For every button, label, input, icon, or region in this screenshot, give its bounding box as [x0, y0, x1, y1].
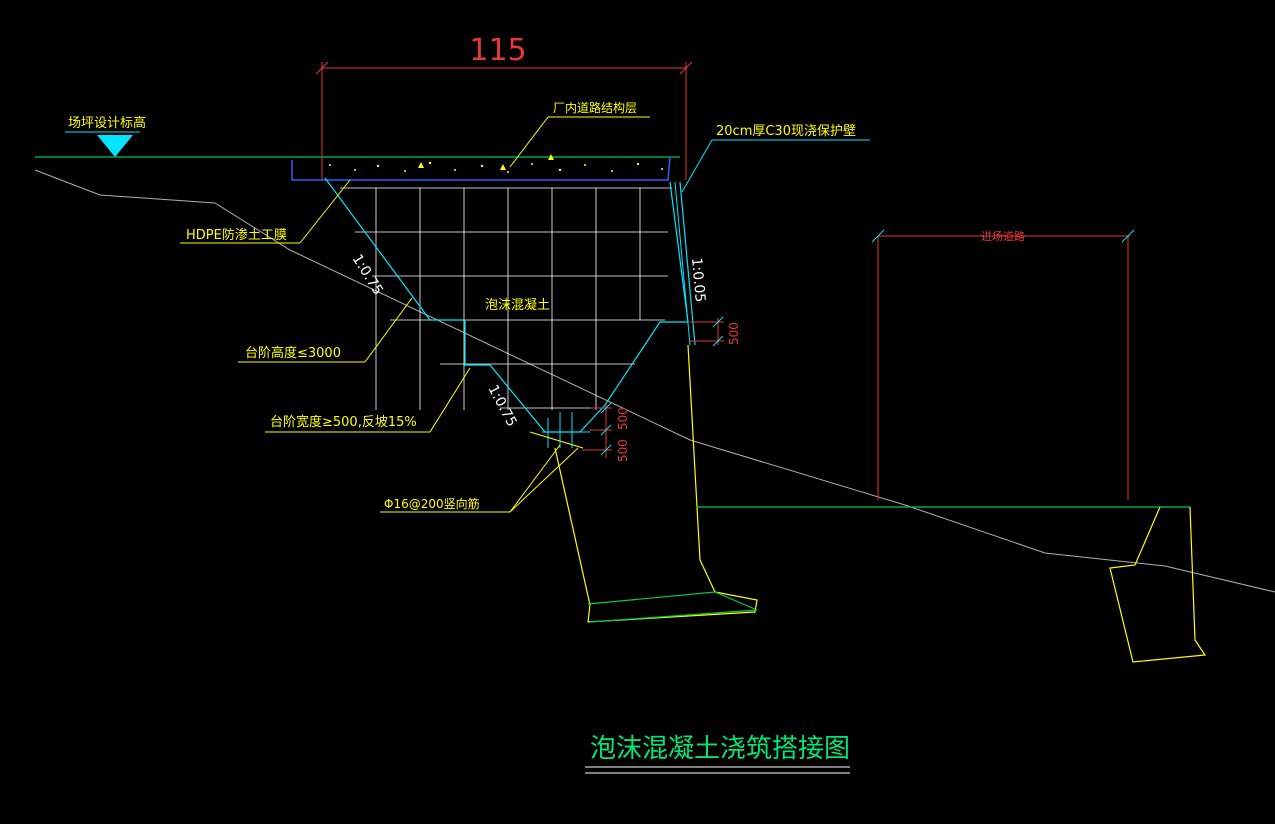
road-width-ticks	[871, 229, 1135, 243]
elevation-marker-icon	[97, 135, 133, 157]
slope-right: 1:0.05	[688, 257, 708, 303]
slope-left-upper: 1:0.75	[349, 252, 386, 298]
dimension-right-top: 500	[727, 322, 741, 345]
step-width-label: 台阶宽度≥500,反坡15%	[270, 414, 417, 430]
leader-lines	[180, 116, 650, 513]
dimension-mid-2: 500	[616, 439, 630, 462]
leader-lines-cyan	[681, 139, 870, 193]
existing-ground-line	[34, 169, 1275, 593]
foam-concrete-label: 泡沫混凝土	[485, 297, 550, 313]
retaining-wall-outline	[554, 344, 758, 623]
slope-boundary-right	[579, 181, 689, 433]
road-wall-right	[1109, 506, 1207, 663]
step-height-label: 台阶高度≤3000	[245, 345, 341, 361]
road-width-label: 进场道路	[981, 229, 1025, 243]
slope-boundary-right-3	[674, 181, 691, 346]
dimension-mid-1: 500	[616, 407, 630, 430]
slope-left-lower: 1:0.75	[484, 382, 519, 429]
vertical-dimension-ticks	[600, 316, 724, 456]
retaining-wall-label: 20cm厚C30现浇保护壁	[716, 124, 856, 139]
hdpe-label: HDPE防渗土工膜	[186, 227, 287, 243]
vertical-dimensions	[582, 318, 724, 458]
hdpe-membrane-line	[291, 156, 671, 181]
rebar-label: Φ16@200竖向筋	[384, 496, 480, 511]
retaining-wall-base	[587, 591, 758, 623]
road-width-dimension	[877, 235, 1130, 500]
site-elevation-label: 场坪设计标高	[68, 115, 146, 131]
road-structure-label: 厂内道路结构层	[553, 100, 637, 115]
slope-boundary-right-2	[679, 181, 696, 346]
top-width-value: 115	[469, 33, 526, 68]
road-structure-layer	[329, 154, 663, 173]
rebar-lines	[542, 412, 590, 448]
drawing-title: 泡沫混凝土浇筑搭接图	[590, 734, 850, 764]
foam-concrete-grid	[340, 187, 672, 410]
top-width-dimension	[315, 61, 693, 180]
retaining-wall-inner	[529, 431, 584, 449]
